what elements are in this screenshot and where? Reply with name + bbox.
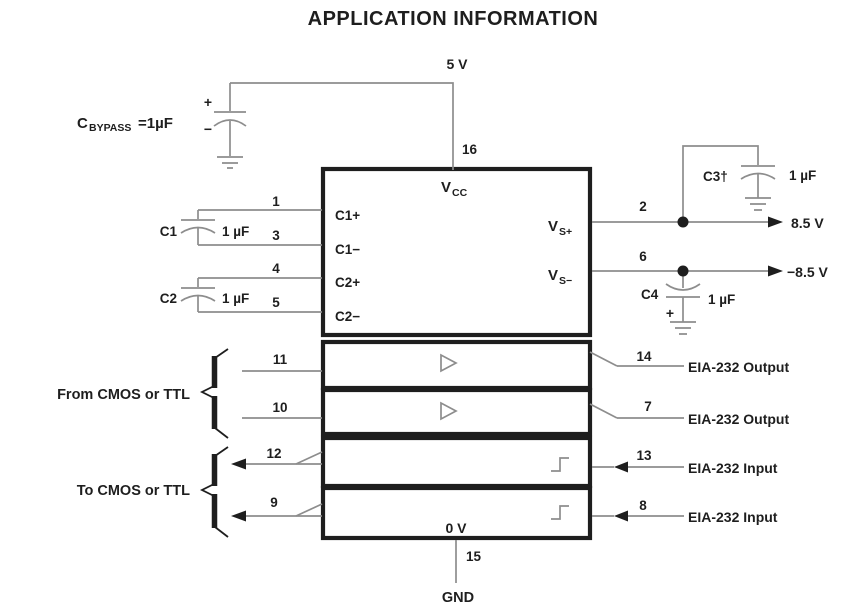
cell-symbols bbox=[440, 353, 569, 520]
vcc-subscript: CC bbox=[452, 187, 468, 199]
receiver1-hysteresis-icon bbox=[551, 457, 569, 472]
to-cmos-label: To CMOS or TTL bbox=[77, 483, 190, 499]
gnd-label: GND bbox=[442, 590, 474, 606]
pin9-number: 9 bbox=[270, 495, 278, 510]
vcc-label: V bbox=[441, 179, 451, 196]
pin2-junction-dot bbox=[677, 216, 689, 228]
pin13-number: 13 bbox=[636, 448, 652, 463]
c3-branch-wire bbox=[682, 145, 759, 222]
ic-main-box bbox=[320, 166, 593, 338]
vcc-supply-wire bbox=[230, 82, 454, 170]
c1-value-label: 1 µF bbox=[222, 224, 249, 239]
vs-plus-subscript: S+ bbox=[559, 226, 572, 238]
c2-plus-pin-label: C2+ bbox=[335, 275, 360, 290]
vs-minus-label: V bbox=[548, 267, 558, 284]
to-cmos-brace-icon bbox=[199, 446, 229, 538]
c1-plus-pin-label: C1+ bbox=[335, 208, 360, 223]
receiver1-box bbox=[320, 435, 593, 489]
eia-input2-label: EIA-232 Input bbox=[688, 509, 778, 525]
bypass-ground-icon bbox=[217, 156, 243, 169]
pin11-number: 11 bbox=[273, 352, 288, 367]
pin10-number: 10 bbox=[272, 400, 287, 415]
from-cmos-label: From CMOS or TTL bbox=[57, 387, 190, 403]
c1-minus-pin-label: C1− bbox=[335, 242, 360, 257]
c1-arc bbox=[180, 226, 216, 234]
pin1-number: 1 bbox=[272, 194, 280, 209]
c2-name-label: C2 bbox=[160, 291, 177, 306]
pin9-output-arrow-icon bbox=[231, 510, 246, 522]
pin8-number: 8 bbox=[639, 498, 647, 513]
c1-name-label: C1 bbox=[160, 224, 178, 239]
pin5-number: 5 bbox=[272, 295, 280, 310]
bypass-cap-subscript: BYPASS bbox=[89, 122, 131, 134]
c3-value-label: 1 µF bbox=[789, 168, 816, 183]
c3-arc bbox=[740, 172, 776, 180]
pin2-number: 2 bbox=[639, 199, 647, 214]
page-title: APPLICATION INFORMATION bbox=[308, 8, 599, 30]
driver1-box bbox=[320, 339, 593, 391]
pin6-junction-dot bbox=[677, 265, 689, 277]
c3-ground-icon bbox=[745, 197, 771, 211]
c4-arc bbox=[665, 283, 701, 291]
zero-v-label: 0 V bbox=[445, 520, 467, 536]
pin9-diagonal bbox=[295, 503, 323, 517]
eia-output2-label: EIA-232 Output bbox=[688, 411, 789, 427]
pin15-number: 15 bbox=[466, 549, 482, 564]
neg-rail-arrow-icon bbox=[768, 265, 783, 277]
from-cmos-brace-icon bbox=[199, 348, 229, 439]
pin3-number: 3 bbox=[272, 228, 280, 243]
pin7-diagonal bbox=[589, 403, 618, 419]
channel-wires bbox=[231, 351, 684, 583]
bypass-cap-arc bbox=[213, 119, 247, 127]
output-rail-network bbox=[592, 145, 783, 335]
bypass-cap-value: =1µF bbox=[138, 115, 173, 132]
eia-output1-label: EIA-232 Output bbox=[688, 359, 789, 375]
c4-plus-sign: + bbox=[666, 305, 674, 321]
pin12-number: 12 bbox=[266, 446, 281, 461]
pin8-input-arrow-icon bbox=[614, 510, 628, 522]
c4-name-label: C4 bbox=[641, 287, 659, 302]
c3-name-label: C3† bbox=[703, 169, 728, 184]
vs-plus-label: V bbox=[548, 218, 558, 235]
driver2-triangle-icon bbox=[440, 401, 458, 421]
five-v-label: 5 V bbox=[446, 56, 468, 72]
vs-minus-subscript: S− bbox=[559, 275, 572, 287]
eia-input1-label: EIA-232 Input bbox=[688, 460, 778, 476]
c2-value-label: 1 µF bbox=[222, 291, 249, 306]
bypass-cap-prefix: C bbox=[77, 115, 88, 132]
driver2-box bbox=[320, 387, 593, 437]
ic-outline bbox=[320, 166, 593, 541]
receiver2-hysteresis-icon bbox=[551, 505, 569, 520]
pin14-diagonal bbox=[589, 351, 618, 367]
c2-minus-pin-label: C2− bbox=[335, 309, 360, 324]
pin7-number: 7 bbox=[644, 399, 652, 414]
bypass-minus-sign: − bbox=[204, 121, 212, 137]
c2-arc bbox=[180, 294, 216, 302]
pin6-number: 6 bbox=[639, 249, 647, 264]
pos-rail-arrow-icon bbox=[768, 216, 783, 228]
neg-rail-label: −8.5 V bbox=[787, 264, 829, 280]
c4-ground-icon bbox=[670, 321, 696, 335]
pin14-number: 14 bbox=[636, 349, 652, 364]
pin12-output-arrow-icon bbox=[231, 458, 246, 470]
charge-pump-network bbox=[180, 209, 322, 313]
pin4-number: 4 bbox=[272, 261, 280, 276]
pin12-diagonal bbox=[295, 451, 323, 465]
bypass-plus-sign: + bbox=[204, 94, 212, 110]
pin16-number: 16 bbox=[462, 142, 478, 157]
pos-rail-label: 8.5 V bbox=[791, 215, 824, 231]
pin13-input-arrow-icon bbox=[614, 461, 628, 473]
receiver2-box bbox=[320, 485, 593, 541]
c4-value-label: 1 µF bbox=[708, 292, 735, 307]
supply-network bbox=[213, 82, 454, 170]
driver1-triangle-icon bbox=[440, 353, 458, 373]
